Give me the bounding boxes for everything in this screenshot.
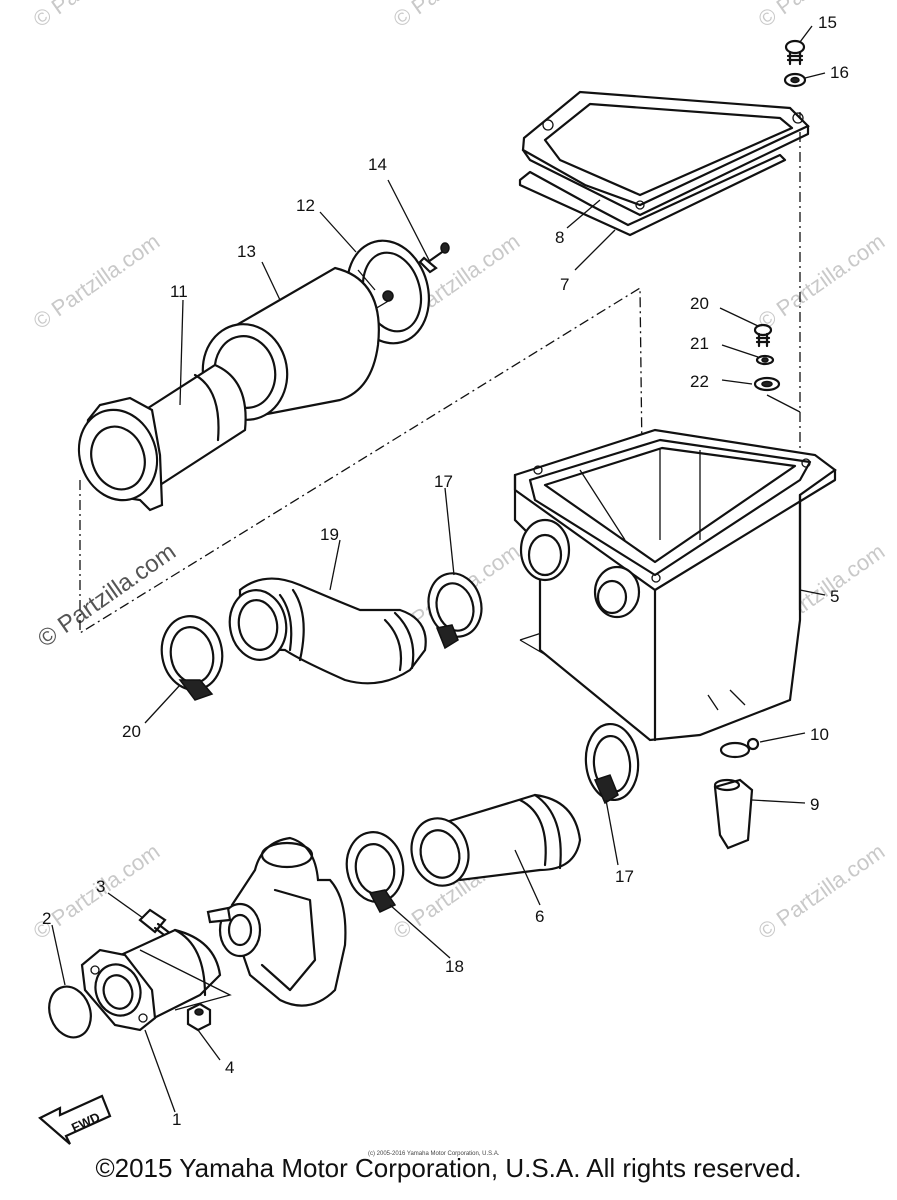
hose-clamp-part-18 [345,831,405,913]
callout-14: 14 [368,155,387,174]
o-ring-part-2 [48,985,92,1039]
callout-3: 3 [96,877,105,896]
air-box-part-5 [513,428,837,742]
intake-manifold-part-1 [80,928,232,1032]
filter-guide-part-11 [77,363,247,512]
screw-part-21 [753,323,773,348]
callout-11: 11 [170,282,188,301]
callout-9: 9 [810,795,819,814]
carburetor-joint-part-6 [410,793,582,887]
intake-hose-part-19 [228,577,427,685]
callout-1: 1 [172,1110,181,1129]
screw-part-15 [784,39,806,66]
tiny-copyright-note: (c) 2005-2016 Yamaha Motor Corporation, … [368,1151,500,1157]
air-box-cover-part-8 [521,90,810,217]
forward-direction-arrow: FWD [38,1094,112,1145]
watermark: © Partzilla.com [29,229,165,335]
leader-lines [51,25,826,1113]
watermark: © Partzilla.com [754,229,890,335]
callout-labels: 15 16 14 12 13 11 8 7 20 21 22 5 10 9 17… [42,13,849,1129]
callout-7: 7 [560,275,569,294]
drain-plug-part-9 [713,778,754,850]
hose-clamp-part-17-upper [427,572,483,650]
callout-23: 22 [690,372,709,391]
callout-15: 15 [818,13,837,32]
callout-5: 5 [830,587,839,606]
callout-22: 21 [690,334,709,353]
callout-8: 8 [555,228,564,247]
callout-19: 19 [320,525,339,544]
callout-17-lower: 17 [615,867,634,886]
carburetor [206,836,347,1007]
hose-clamp-part-20 [160,615,224,701]
copyright-footer: ©2015 Yamaha Motor Corporation, U.S.A. A… [95,1153,802,1183]
clip-part-10 [719,737,760,759]
callout-6: 6 [535,907,544,926]
washer-part-16 [783,72,807,88]
gasket-part-7 [518,153,787,237]
watermark: © Partzilla.com [754,839,890,945]
callout-20: 20 [122,722,141,741]
callout-12: 12 [296,196,315,215]
callout-13: 13 [237,242,256,261]
washer-part-22 [755,354,775,366]
hose-clamp-part-17-lower [584,722,640,805]
callout-18: 18 [445,957,464,976]
callout-2: 2 [42,909,51,928]
callout-4: 4 [225,1058,234,1077]
watermark-large: © Partzilla.com [33,538,181,653]
callout-17-upper: 17 [434,472,453,491]
screw-part-14 [418,242,450,274]
watermark: © Partzilla.com [389,0,525,32]
callout-10: 10 [810,725,829,744]
callout-21: 20 [690,294,709,313]
callout-16: 16 [830,63,849,82]
watermark: © Partzilla.com [29,0,165,32]
nut-part-4 [186,1002,212,1032]
grommet-part-23 [753,376,781,392]
